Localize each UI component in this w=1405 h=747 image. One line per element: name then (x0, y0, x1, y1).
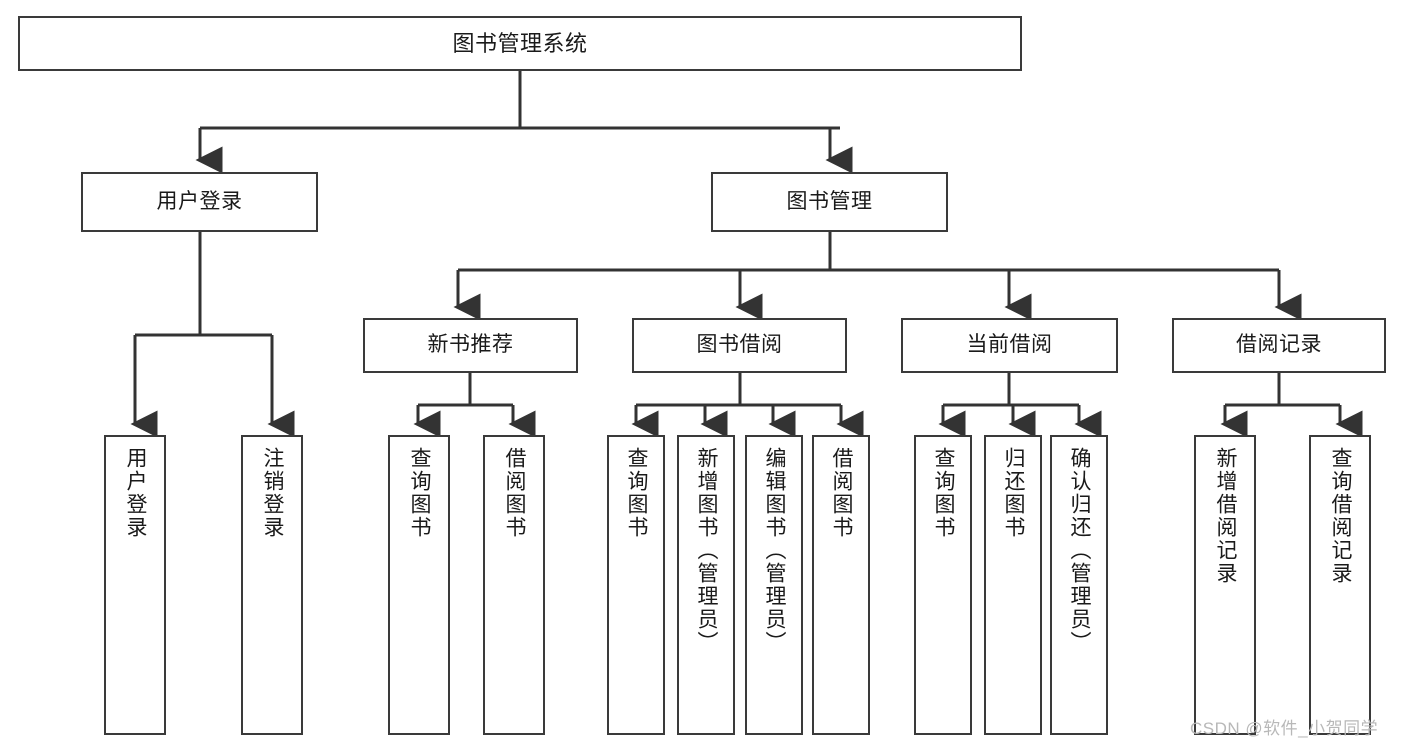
node-label: 确认归还（管理员） (1068, 447, 1092, 654)
leaf-add-book-admin[interactable]: 新增图书（管理员） (677, 435, 735, 735)
node-current-borrow[interactable]: 当前借阅 (901, 318, 1118, 373)
node-label: 图书管理 (786, 189, 873, 213)
leaf-edit-book-admin[interactable]: 编辑图书（管理员） (745, 435, 803, 735)
leaf-borrow-book-recommend[interactable]: 借阅图书 (483, 435, 545, 735)
leaf-confirm-return-admin[interactable]: 确认归还（管理员） (1050, 435, 1108, 735)
node-book-management[interactable]: 图书管理 (711, 172, 948, 232)
leaf-borrow-book[interactable]: 借阅图书 (812, 435, 870, 735)
leaf-query-book-current[interactable]: 查询图书 (914, 435, 972, 735)
node-label: 借阅图书 (503, 447, 527, 539)
leaf-user-login[interactable]: 用户登录 (104, 435, 166, 735)
node-label: 归还图书 (1002, 447, 1026, 539)
node-new-book-recommend[interactable]: 新书推荐 (363, 318, 578, 373)
node-label: 注销登录 (261, 447, 285, 539)
node-borrow-record[interactable]: 借阅记录 (1172, 318, 1386, 373)
node-label: 新增借阅记录 (1214, 447, 1238, 585)
node-label: 查询图书 (625, 447, 649, 539)
node-label: 图书借阅 (696, 333, 783, 357)
node-book-borrow[interactable]: 图书借阅 (632, 318, 847, 373)
leaf-query-book-borrow[interactable]: 查询图书 (607, 435, 665, 735)
leaf-logout-login[interactable]: 注销登录 (241, 435, 303, 735)
node-label: 图书管理系统 (452, 30, 588, 56)
node-label: 查询借阅记录 (1329, 447, 1353, 585)
node-label: 借阅记录 (1236, 333, 1322, 357)
node-label: 新增图书（管理员） (695, 447, 719, 654)
node-user-login[interactable]: 用户登录 (81, 172, 318, 232)
node-label: 新书推荐 (427, 333, 514, 357)
node-label: 查询图书 (932, 447, 956, 539)
leaf-return-book[interactable]: 归还图书 (984, 435, 1042, 735)
node-label: 查询图书 (408, 447, 432, 539)
node-label: 编辑图书（管理员） (763, 447, 787, 654)
node-label: 借阅图书 (830, 447, 854, 539)
leaf-query-book-recommend[interactable]: 查询图书 (388, 435, 450, 735)
leaf-query-borrow-record[interactable]: 查询借阅记录 (1309, 435, 1371, 735)
node-root-system[interactable]: 图书管理系统 (18, 16, 1022, 71)
leaf-add-borrow-record[interactable]: 新增借阅记录 (1194, 435, 1256, 735)
node-label: 用户登录 (156, 189, 243, 213)
node-label: 用户登录 (124, 447, 148, 539)
node-label: 当前借阅 (966, 333, 1053, 357)
